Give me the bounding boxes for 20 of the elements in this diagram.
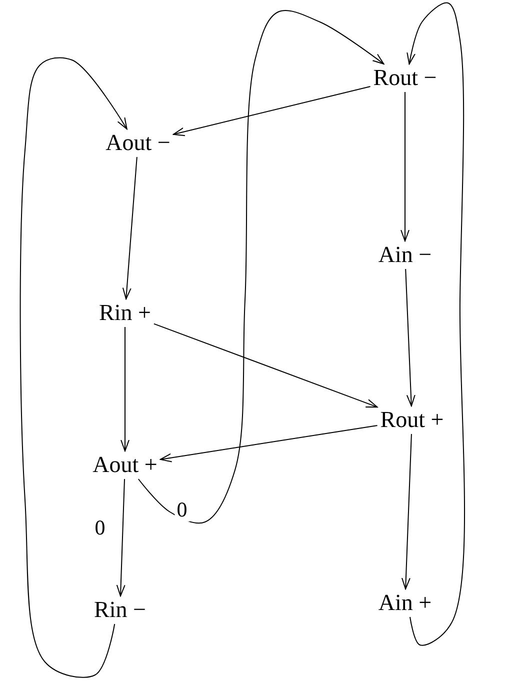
arrow — [120, 326, 130, 452]
transition-label: Ain + — [375, 589, 435, 617]
arrow — [172, 86, 371, 136]
arrow — [160, 424, 378, 462]
transition-label: Rout + — [377, 406, 447, 434]
transition-label: Rout − — [370, 64, 440, 92]
arrow — [138, 10, 384, 524]
arrow — [20, 57, 128, 678]
transition-label: Aout + — [90, 451, 160, 479]
arrow — [400, 92, 410, 242]
transition-label: Rin − — [91, 596, 149, 624]
transition-label: Rin + — [96, 299, 154, 327]
transition-label: Aout − — [102, 129, 174, 157]
arrow — [405, 268, 416, 406]
arrow — [406, 2, 466, 646]
transition-label: Ain − — [375, 241, 435, 269]
arrow — [116, 478, 126, 596]
arrow — [122, 156, 138, 300]
arrow — [401, 434, 412, 590]
arrow — [153, 323, 378, 408]
